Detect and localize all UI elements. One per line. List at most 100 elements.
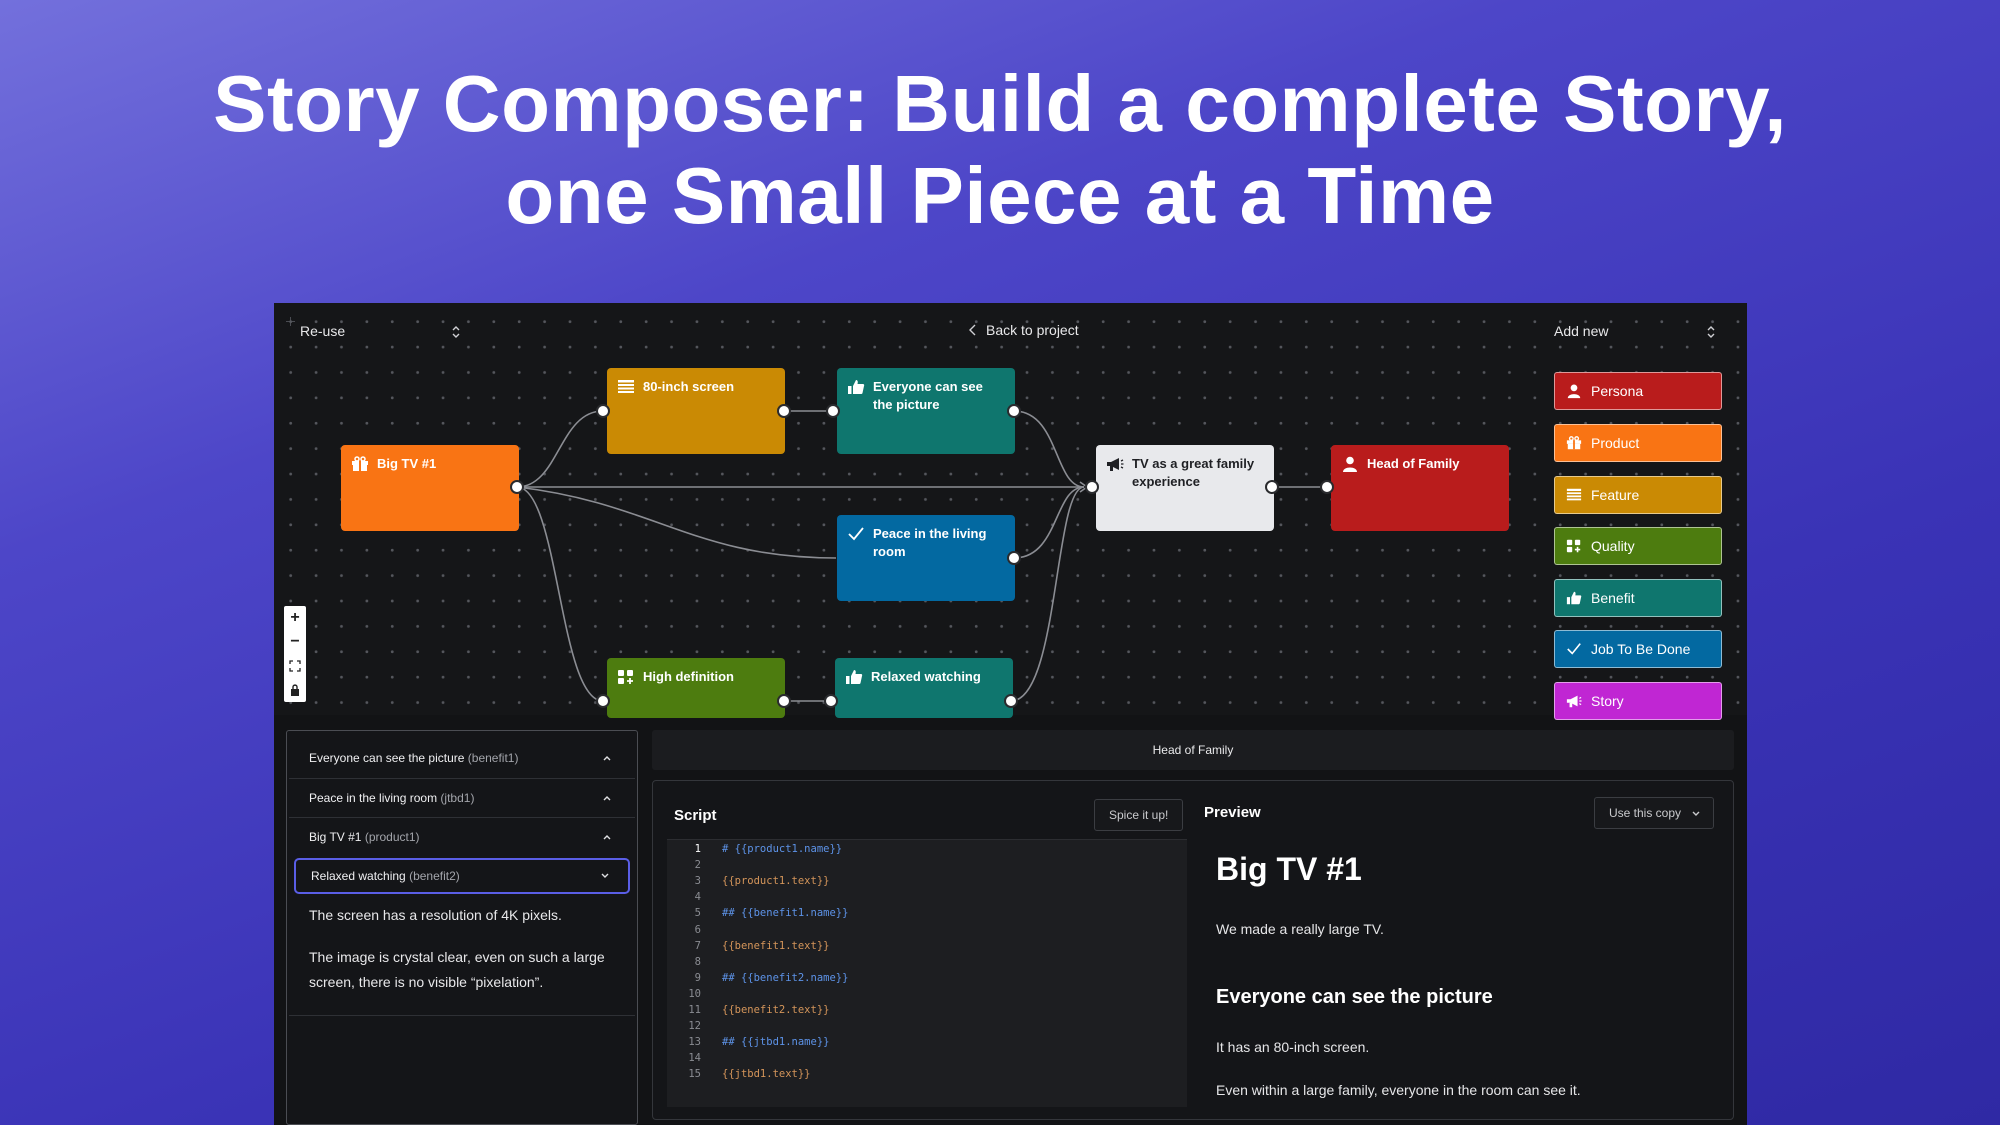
accordion-item-benefit2[interactable]: Relaxed watching (benefit2) (294, 858, 630, 894)
line-number: 14 (688, 1052, 701, 1065)
node-benefit2-label: Relaxed watching (871, 669, 981, 684)
spice-it-up-button[interactable]: Spice it up! (1094, 799, 1184, 831)
accordion-body: The screen has a resolution of 4K pixels… (309, 903, 625, 1012)
add-benefit-button[interactable]: Benefit (1554, 579, 1722, 617)
fit-view-button[interactable] (284, 654, 306, 678)
zoom-out-button[interactable]: − (290, 633, 300, 650)
node-feature-label: 80-inch screen (643, 379, 735, 394)
add-product-label: Product (1591, 435, 1640, 451)
node-persona-input-handle[interactable] (1320, 480, 1334, 494)
node-benefit1-input-handle[interactable] (826, 404, 840, 418)
node-benefit2-output-handle[interactable] (1004, 694, 1018, 708)
person-icon (1343, 456, 1357, 472)
headline-line-1: Story Composer: Build a complete Story, (213, 59, 1787, 148)
use-copy-label: Use this copy (1609, 806, 1682, 820)
accordion-title: Big TV #1 (309, 830, 362, 844)
back-to-project-link[interactable]: Back to project (968, 322, 1079, 338)
add-quality-button[interactable]: Quality (1554, 527, 1722, 565)
accordion-key: (product1) (364, 830, 420, 844)
node-story-input-handle[interactable] (1085, 480, 1099, 494)
use-this-copy-button[interactable]: Use this copy (1594, 797, 1715, 829)
accordion-key: (benefit2) (409, 869, 460, 883)
add-feature-button[interactable]: Feature (1554, 476, 1722, 514)
node-quality-input-handle[interactable] (596, 694, 610, 708)
reuse-chevron-icon[interactable] (451, 324, 461, 340)
node-quality-output-handle[interactable] (777, 694, 791, 708)
thumbs-up-icon (846, 670, 863, 684)
edge-benefit1-story (1013, 410, 1085, 488)
node-benefit1-output-handle[interactable] (1007, 404, 1021, 418)
node-product-handle[interactable] (510, 480, 524, 494)
script-line: ## {{benefit1.name}} (722, 907, 849, 920)
script-line: {{benefit2.text}} (722, 1004, 830, 1016)
check-icon (848, 527, 864, 541)
preview-paragraph: We made a really large TV. (1216, 921, 1384, 937)
accordion-title: Relaxed watching (311, 869, 406, 883)
add-product-button[interactable]: Product (1554, 424, 1722, 462)
add-jtbd-button[interactable]: Job To Be Done (1554, 630, 1722, 668)
accordion-item-jtbd1[interactable]: Peace in the living room (jtbd1) (294, 780, 630, 816)
grid-plus-icon (1566, 539, 1581, 553)
line-number: 5 (694, 907, 701, 920)
line-number: 13 (688, 1036, 701, 1049)
accordion-item-benefit1[interactable]: Everyone can see the picture (benefit1) (294, 740, 630, 776)
add-persona-label: Persona (1591, 383, 1644, 399)
node-benefit1[interactable]: Everyone can see the picture (837, 368, 1015, 454)
node-jtbd[interactable]: Peace in the living room (837, 515, 1015, 601)
node-benefit2[interactable]: Relaxed watching (835, 658, 1013, 718)
node-jtbd-output-handle[interactable] (1007, 551, 1021, 565)
node-product[interactable]: Big TV #1 (341, 445, 519, 531)
node-persona[interactable]: Head of Family (1331, 445, 1509, 531)
accordion-item-product1[interactable]: Big TV #1 (product1) (294, 819, 630, 855)
edge-benefit2-story (1010, 486, 1085, 702)
script-title: Script (674, 807, 717, 824)
line-number: 11 (688, 1004, 701, 1016)
reuse-select[interactable]: Re-use (300, 323, 345, 339)
preview-heading-1: Big TV #1 (1216, 851, 1362, 887)
accordion-body-text: The screen has a resolution of 4K pixels… (309, 907, 562, 923)
accordion-body-text: The image is crystal clear, even on such… (309, 949, 605, 990)
fit-view-icon (289, 660, 301, 672)
edge-jtbd-story (1013, 486, 1085, 559)
chevron-left-icon (969, 324, 976, 336)
script-line: # {{product1.name}} (722, 843, 843, 855)
zoom-in-button[interactable]: + (290, 609, 300, 626)
thumbs-up-icon (848, 380, 865, 394)
headline: Story Composer: Build a complete Story, … (0, 58, 2000, 242)
line-number: 3 (694, 875, 701, 888)
node-story-output-handle[interactable] (1265, 480, 1279, 494)
persona-header: Head of Family (652, 730, 1734, 770)
node-feature[interactable]: 80-inch screen (607, 368, 785, 454)
gift-icon (352, 456, 368, 471)
megaphone-icon (1107, 458, 1124, 471)
script-line: ## {{jtbd1.name}} (722, 1036, 830, 1049)
node-benefit2-input-handle[interactable] (824, 694, 838, 708)
add-new-chevron-icon[interactable] (1706, 324, 1716, 340)
node-story[interactable]: TV as a great family experience (1096, 445, 1274, 531)
line-number: 2 (694, 859, 701, 872)
grid-plus-icon (618, 670, 633, 684)
line-number: 10 (688, 987, 701, 1000)
zoom-controls: + − (284, 606, 306, 702)
add-story-button[interactable]: Story (1554, 682, 1722, 720)
line-number: 7 (694, 939, 701, 952)
node-jtbd-label: Peace in the living room (873, 526, 987, 559)
line-number: 12 (688, 1020, 701, 1033)
check-icon (1567, 643, 1581, 655)
edge-product-quality (516, 486, 604, 702)
lock-button[interactable] (284, 678, 306, 702)
accordion-key: (benefit1) (467, 751, 519, 765)
headline-line-2: one Small Piece at a Time (505, 151, 1495, 240)
person-icon (1567, 384, 1581, 399)
node-feature-output-handle[interactable] (777, 404, 791, 418)
node-quality[interactable]: High definition (607, 658, 785, 718)
node-feature-input-handle[interactable] (596, 404, 610, 418)
flow-canvas[interactable]: Re-use Back to project Add new (274, 303, 1747, 720)
script-line: {{product1.text}} (722, 875, 830, 888)
lines-icon (1566, 488, 1582, 501)
add-new-select[interactable]: Add new (1554, 323, 1608, 339)
edge-product-jtbd (516, 486, 837, 559)
add-persona-button[interactable]: Persona (1554, 372, 1722, 410)
line-number: 4 (694, 891, 701, 904)
